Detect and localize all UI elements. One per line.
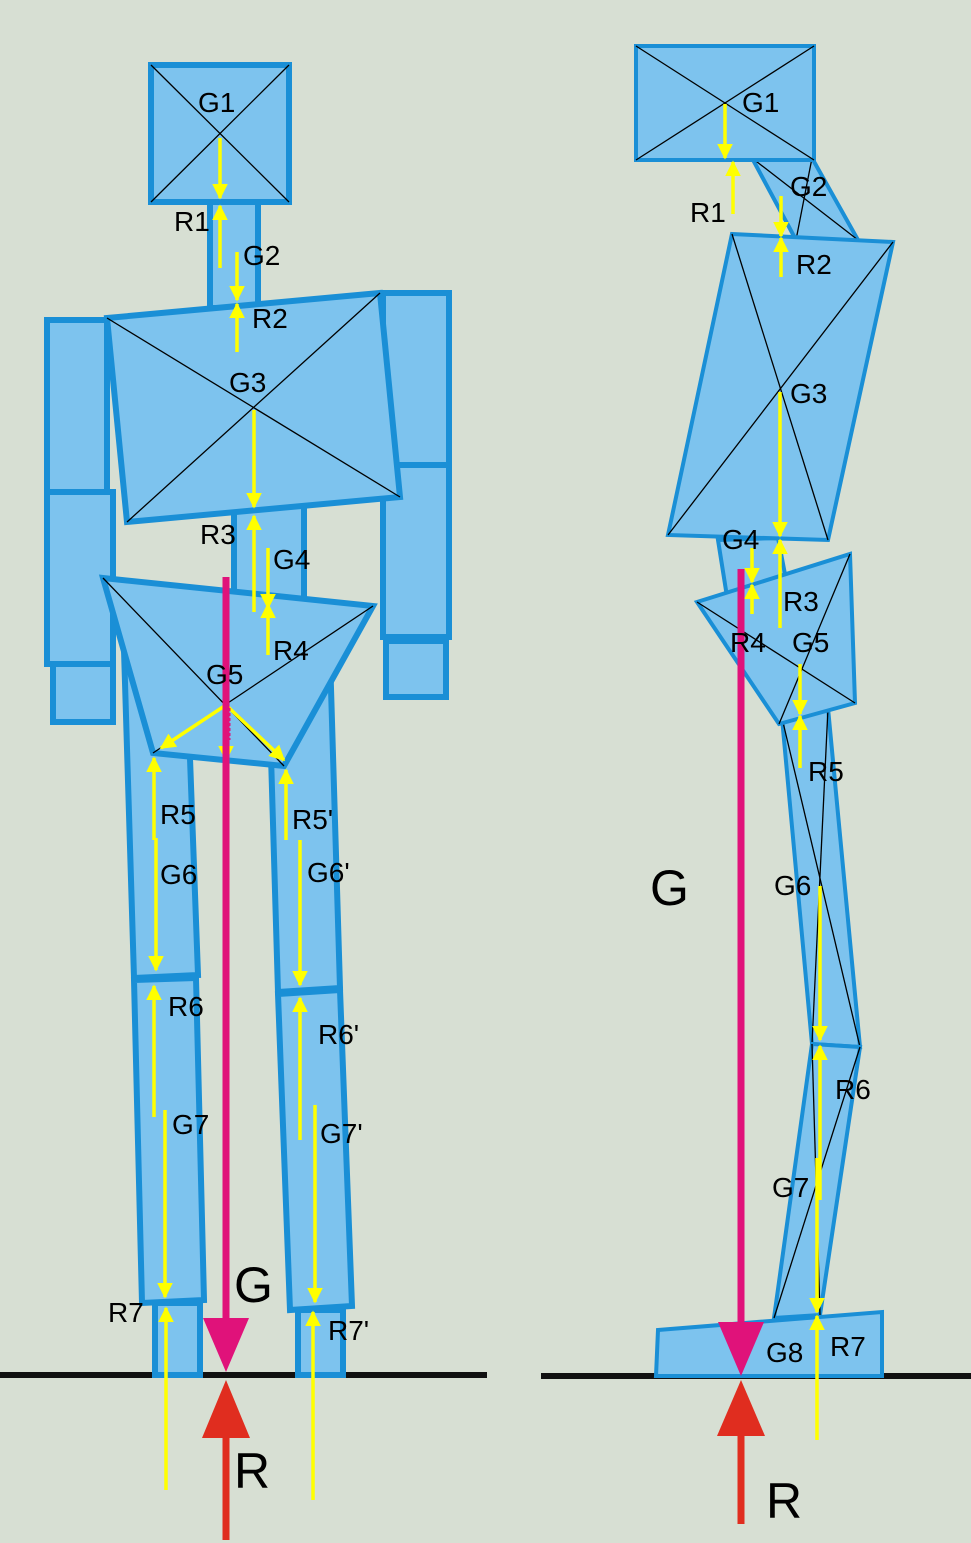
- side-label-g3: G3: [790, 378, 827, 409]
- side-labels: G1 G2 R1 R2 G3 G4 R3 R4 G5 R5 G6 R6 G7 G…: [650, 87, 871, 1529]
- front-label-gravity: G: [234, 1257, 273, 1313]
- front-label-g6p: G6': [307, 857, 350, 888]
- side-label-g8: G8: [766, 1337, 803, 1368]
- front-label-g6: G6: [160, 859, 197, 890]
- front-gravity-arrowhead: [203, 1318, 249, 1372]
- side-label-g5: G5: [792, 627, 829, 658]
- side-foot: [653, 1309, 884, 1378]
- front-reaction-arrowhead: [202, 1380, 250, 1438]
- side-label-r1: R1: [690, 197, 726, 228]
- front-left-upper-arm: [44, 317, 110, 495]
- front-label-r6p: R6': [318, 1019, 359, 1050]
- front-left-shank: [130, 974, 208, 1307]
- front-left-hand: [50, 661, 116, 725]
- side-reaction-arrowhead: [717, 1380, 765, 1436]
- side-force-arrows: [717, 104, 828, 1440]
- side-view: G1 G2 R1 R2 G3 G4 R3 R4 G5 R5 G6 R6 G7 G…: [541, 44, 971, 1529]
- front-label-r5p: R5': [292, 804, 333, 835]
- front-label-r7p: R7': [328, 1315, 369, 1346]
- front-label-r6: R6: [168, 991, 204, 1022]
- front-left-foot: [152, 1300, 203, 1378]
- front-label-g1: G1: [198, 87, 235, 118]
- front-label-g5: G5: [206, 659, 243, 690]
- front-label-r5: R5: [160, 799, 196, 830]
- side-label-gravity: G: [650, 860, 689, 916]
- front-view: G1 R1 G2 R2 G3 R3 G4 R4 G5 R5 R5' G6 G6'…: [0, 62, 487, 1540]
- front-label-r4: R4: [273, 635, 309, 666]
- front-labels: G1 R1 G2 R2 G3 R3 G4 R4 G5 R5 R5' G6 G6'…: [108, 87, 369, 1499]
- front-label-g4: G4: [273, 544, 310, 575]
- side-label-r7: R7: [830, 1331, 866, 1362]
- front-label-r7: R7: [108, 1297, 144, 1328]
- side-label-r2: R2: [796, 249, 832, 280]
- side-label-g1: G1: [742, 87, 779, 118]
- side-label-r5: R5: [808, 756, 844, 787]
- side-label-g2: G2: [790, 171, 827, 202]
- side-label-g6: G6: [774, 870, 811, 901]
- front-label-g7: G7: [172, 1109, 209, 1140]
- side-label-r6: R6: [835, 1074, 871, 1105]
- side-gravity-arrowhead: [718, 1322, 764, 1376]
- side-label-g7: G7: [772, 1172, 809, 1203]
- front-label-r2: R2: [252, 303, 288, 334]
- front-label-g3: G3: [229, 367, 266, 398]
- side-label-r4: R4: [730, 627, 766, 658]
- side-label-g4: G4: [722, 524, 759, 555]
- side-label-r3: R3: [783, 586, 819, 617]
- front-label-reaction: R: [234, 1443, 270, 1499]
- front-label-g7p: G7': [320, 1118, 363, 1149]
- front-right-hand: [383, 638, 449, 700]
- side-label-reaction: R: [766, 1473, 802, 1529]
- front-label-r3: R3: [200, 519, 236, 550]
- front-label-g2: G2: [243, 240, 280, 271]
- front-label-r1: R1: [174, 206, 210, 237]
